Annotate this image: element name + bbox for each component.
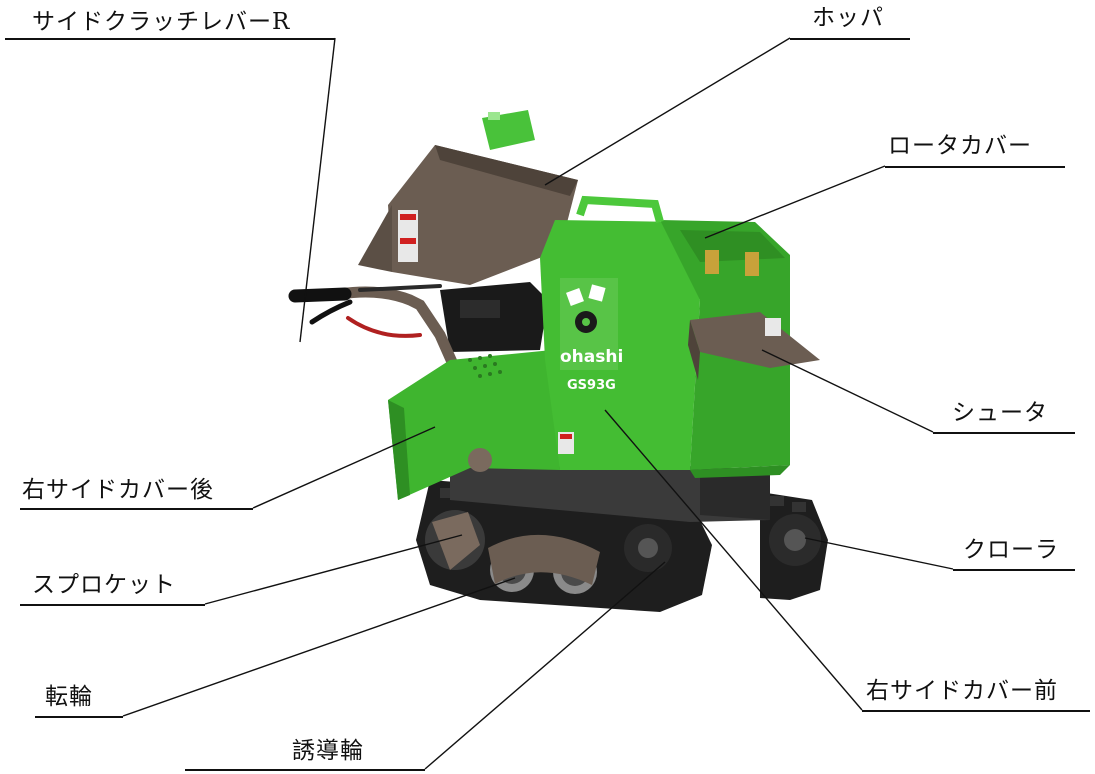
label-text: ロータカバー (888, 133, 1032, 159)
label-text: 右サイドカバー前 (866, 678, 1058, 704)
label-underline (953, 569, 1075, 571)
label-text: シュータ (952, 400, 1048, 426)
label-underline (35, 716, 123, 718)
label-underline (790, 38, 910, 40)
hopper-illustration (358, 110, 578, 285)
label-underline (885, 166, 1065, 168)
label-underline (5, 38, 335, 40)
label-text: サイドクラッチレバーR (32, 9, 291, 35)
brand-logo: ohashi (560, 347, 624, 367)
label-text: ホッパ (812, 5, 884, 31)
label-underline (185, 769, 425, 771)
label-text: クローラ (963, 537, 1059, 563)
label-underline (862, 710, 1090, 712)
label-underline (933, 432, 1075, 434)
label-underline (20, 604, 205, 606)
label-text: スプロケット (32, 572, 176, 598)
label-text: 誘導輪 (292, 738, 364, 764)
model-number: GS93G (567, 378, 616, 393)
label-underline (20, 508, 253, 510)
label-text: 右サイドカバー後 (22, 477, 214, 503)
label-text: 転輪 (45, 684, 93, 710)
